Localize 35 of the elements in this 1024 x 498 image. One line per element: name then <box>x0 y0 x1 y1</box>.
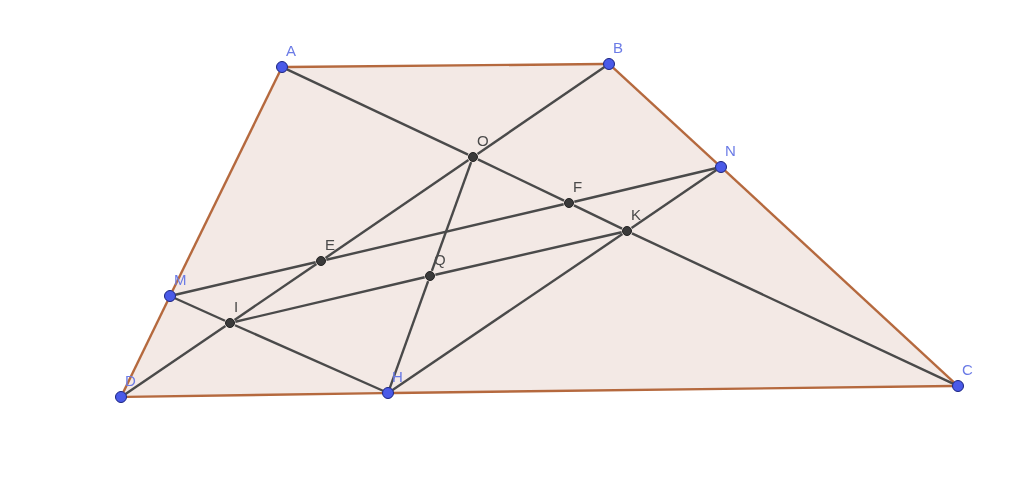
line-segment <box>175 261 316 296</box>
side-segment <box>122 300 169 393</box>
line-segment <box>630 169 718 229</box>
side-segment <box>724 169 955 384</box>
line-segment <box>234 324 384 392</box>
side-segment <box>126 391 383 399</box>
side-segment <box>171 71 281 292</box>
line-segment <box>124 325 227 395</box>
point-label: O <box>477 133 489 149</box>
side-segment <box>612 66 718 165</box>
line-segment <box>391 233 624 391</box>
line-segment <box>476 66 606 155</box>
line-segment <box>573 204 623 230</box>
side-segment <box>287 62 604 69</box>
line-segment <box>574 167 716 203</box>
line-segment <box>435 231 622 276</box>
line-segment <box>235 276 425 323</box>
point-label: C <box>962 362 973 378</box>
point-label: K <box>631 207 641 223</box>
point-label: A <box>286 43 296 59</box>
line-segment <box>174 297 226 322</box>
line-segment <box>388 280 430 389</box>
point-label: I <box>234 299 239 315</box>
line-segment <box>430 161 473 272</box>
line-segment <box>286 68 469 156</box>
point-label: E <box>325 237 335 253</box>
point-label: F <box>573 179 583 195</box>
line-segment <box>233 263 318 321</box>
point-label: B <box>613 40 623 56</box>
line-segment <box>477 158 565 202</box>
line-segment <box>324 159 470 259</box>
line-segment <box>631 232 954 385</box>
line-segment <box>326 203 564 261</box>
side-segment <box>393 384 953 395</box>
point-label: N <box>725 143 736 159</box>
